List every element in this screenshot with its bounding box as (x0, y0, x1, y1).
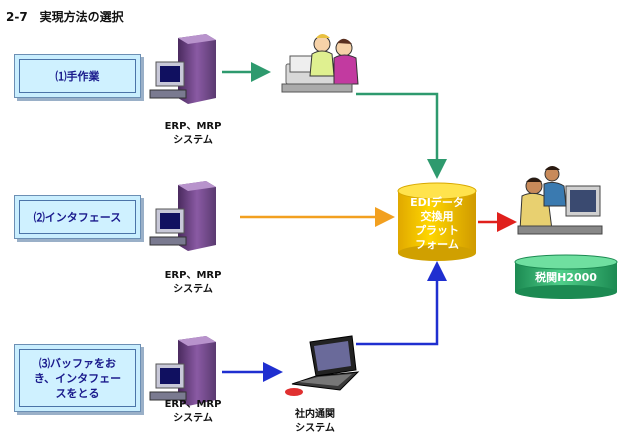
manual-to-edi-arrow (356, 92, 447, 179)
method-label-buffer-line1: ⑶バッファをお (39, 356, 116, 370)
system-label-line2: システム (173, 413, 213, 424)
customs-system-label: 税関H2000 (535, 271, 597, 284)
system-label-line1: ERP、MRP (164, 121, 222, 132)
office-workers-icon (281, 34, 359, 93)
edi-label-line1: EDIデータ (410, 196, 464, 209)
page-title: 2-7 実現方法の選択 (6, 10, 124, 24)
system-label: ERP、MRP システム (158, 120, 228, 148)
system-label: ERP、MRP システム (158, 269, 228, 297)
internal-system-label-line2: システム (295, 423, 335, 434)
customs-staff-icon (517, 166, 603, 235)
edi-label-line4: フォーム (415, 238, 459, 251)
system-label-line2: システム (173, 284, 213, 295)
method-label-buffer-line3: スをとる (55, 386, 100, 400)
customs-system-cylinder (514, 254, 618, 299)
laptop-to-edi-arrow (356, 261, 447, 346)
edi-label-line3: プラット (415, 224, 459, 237)
system-label-line1: ERP、MRP (164, 270, 222, 281)
edi-platform-cylinder (397, 182, 477, 261)
method-label-buffer-line2: き、インタフェー (33, 371, 122, 385)
laptop-icon (285, 335, 360, 396)
computer-icon (149, 34, 216, 104)
method-box-buffer: ⑶バッファをお き、インタフェー スをとる (14, 344, 141, 412)
system-label-line2: システム (173, 135, 213, 146)
computer-icon (149, 181, 216, 251)
edi-label-line2: 交換用 (420, 210, 454, 223)
internal-system-label: 社内通関 システム (285, 408, 345, 436)
computer-icon (149, 336, 216, 406)
internal-system-label-line1: 社内通関 (295, 409, 335, 420)
method-box-interface: ⑵インタフェース (14, 195, 141, 239)
system-label-line1: ERP、MRP (164, 399, 222, 410)
method-box-manual: ⑴手作業 (14, 54, 141, 98)
method-label-buffer: ⑶バッファをお き、インタフェー スをとる (19, 349, 136, 407)
system-label: ERP、MRP システム (158, 398, 228, 426)
method-label-manual: ⑴手作業 (19, 59, 136, 93)
edi-platform-label: EDIデータ 交換用 プラット フォーム (398, 196, 476, 252)
method-label-interface: ⑵インタフェース (19, 200, 136, 234)
